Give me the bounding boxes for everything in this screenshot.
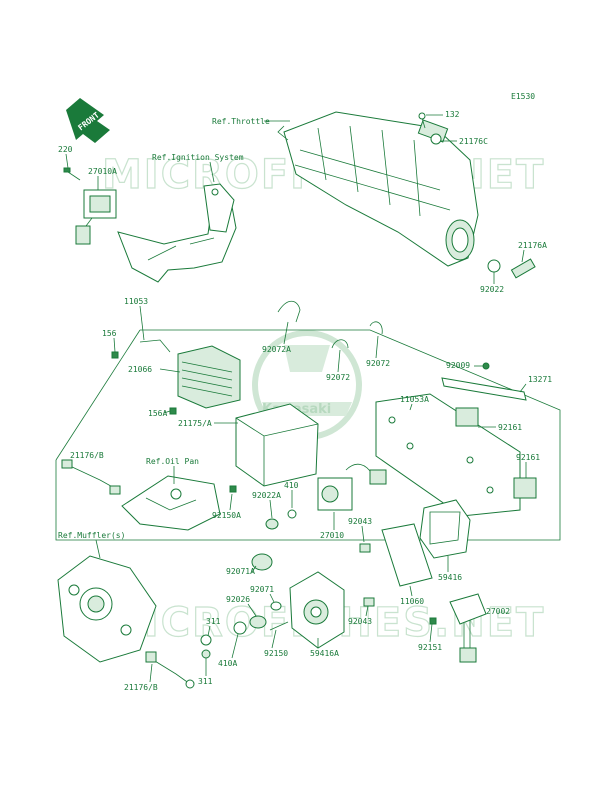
pad-92161-a (455, 407, 479, 427)
sensor-21176b-upper (61, 459, 121, 495)
label-92151: 92151 (418, 643, 442, 652)
spacer-92043-b (363, 597, 375, 607)
label-92072-a: 92072 (326, 373, 350, 382)
label-92072a: 92072A (262, 345, 291, 354)
label-410a: 410A (218, 659, 237, 668)
label-92026: 92026 (226, 595, 250, 604)
ref-ignition-system: Ref.Ignition System (152, 153, 244, 162)
label-92161-b: 92161 (516, 453, 540, 462)
sensor-21176c (417, 112, 449, 145)
label-59416a: 59416A (310, 649, 339, 658)
ecu-21175a (235, 403, 319, 487)
label-92150a: 92150A (212, 511, 241, 520)
label-21176b-lower: 21176/B (124, 683, 158, 692)
bracket-59416 (419, 499, 471, 559)
ref-oil-pan: Ref.Oil Pan (146, 457, 199, 466)
washer-311-b (201, 649, 211, 659)
regulator-21066 (111, 339, 241, 415)
label-27010a: 27010A (88, 167, 117, 176)
washer-311-a (200, 634, 212, 646)
label-92009: 92009 (446, 361, 470, 370)
ring-92071 (270, 601, 282, 611)
muffler (57, 555, 157, 663)
pad-92161-b (513, 477, 537, 499)
cap-92071a (251, 553, 273, 571)
label-13271: 13271 (528, 375, 552, 384)
label-410: 410 (284, 481, 299, 490)
label-92022a: 92022A (252, 491, 281, 500)
label-21176c: 21176C (459, 137, 488, 146)
seal-410a (233, 621, 247, 635)
ref-muffler: Ref.Muffler(s) (58, 531, 125, 540)
starter-relay-27010 (317, 463, 387, 511)
label-156: 156 (102, 329, 117, 338)
exploded-box-outline (55, 329, 561, 541)
label-27002: 27002 (486, 607, 510, 616)
seal-92026 (249, 615, 267, 629)
sensor-21176b-lower (145, 651, 195, 689)
label-92071a: 92071A (226, 567, 255, 576)
label-21176b-upper: 21176/B (70, 451, 104, 460)
sensor-21176a (487, 258, 536, 279)
collar-92022a (265, 518, 279, 530)
label-59416: 59416 (438, 573, 462, 582)
label-132: 132 (445, 110, 460, 119)
label-220: 220 (58, 145, 73, 154)
bracket-59416a (289, 571, 345, 649)
cover-11060 (381, 523, 433, 587)
clamp-92072 (277, 300, 383, 349)
front-arrow-icon: FRONT (66, 98, 110, 143)
label-21066: 21066 (128, 365, 152, 374)
label-92150: 92150 (264, 649, 288, 658)
label-311-a: 311 (206, 617, 221, 626)
ref-throttle: Ref.Throttle (212, 117, 270, 126)
label-311-b: 311 (198, 677, 213, 686)
bracket-13271 (441, 377, 527, 401)
label-27010: 27010 (320, 531, 344, 540)
plate-11053a (375, 393, 521, 517)
label-92161-a: 92161 (498, 423, 522, 432)
label-11060: 11060 (400, 597, 424, 606)
diagram-id: E1530 (511, 92, 535, 101)
ignition-bracket (117, 183, 237, 283)
spacer-92043-a (359, 543, 371, 553)
label-92072-b: 92072 (366, 359, 390, 368)
oil-pan (121, 475, 221, 531)
label-11053: 11053 (124, 297, 148, 306)
sensor-27002 (429, 593, 487, 663)
label-21175a: 21175/A (178, 419, 212, 428)
label-92022: 92022 (480, 285, 504, 294)
label-11053a: 11053A (400, 395, 429, 404)
label-92071: 92071 (250, 585, 274, 594)
grommet-410 (287, 509, 297, 519)
label-156a: 156A (148, 409, 167, 418)
label-21176a: 21176A (518, 241, 547, 250)
throttle-body (277, 111, 479, 267)
label-92043-b: 92043 (348, 617, 372, 626)
relay-27010a (75, 189, 117, 245)
label-92043-a: 92043 (348, 517, 372, 526)
